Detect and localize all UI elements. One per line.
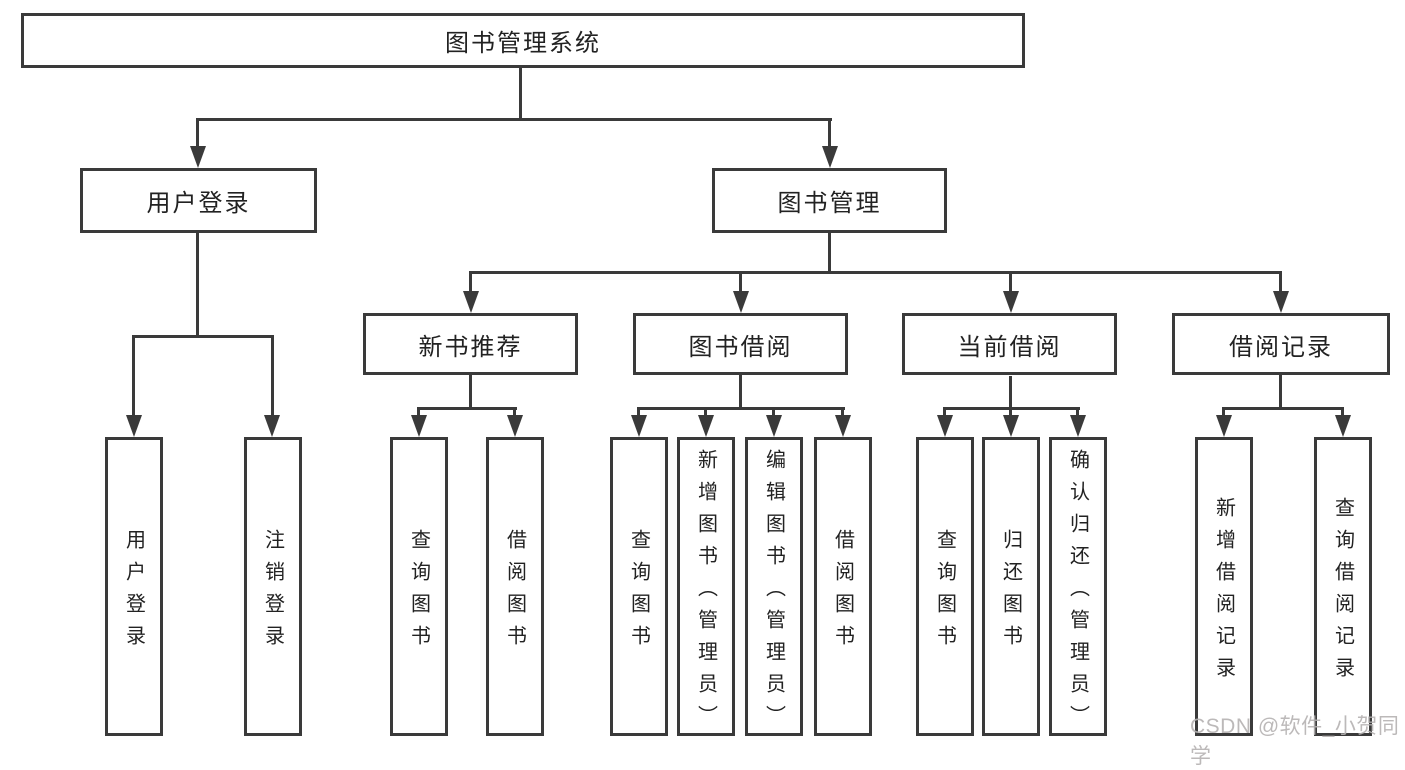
connector-vline [1009, 376, 1012, 410]
arrowhead-down-icon [463, 291, 479, 313]
leaf-label: 注销登录 [261, 528, 284, 657]
arrowhead-down-icon [126, 415, 142, 437]
leaf-bb-query-books: 查询图书 [610, 437, 668, 736]
connector-vline [739, 271, 742, 293]
connector-vline [828, 118, 831, 148]
arrowhead-down-icon [733, 291, 749, 313]
connector-vline [1341, 407, 1344, 417]
connector-vline [841, 407, 844, 417]
arrowhead-down-icon [264, 415, 280, 437]
leaf-label: 归还图书 [999, 528, 1022, 657]
arrowhead-down-icon [507, 415, 523, 437]
leaf-br-query-record: 查询借阅记录 [1314, 437, 1372, 736]
arrowhead-down-icon [822, 146, 838, 168]
leaf-bb-edit-books-admin: 编辑图书（管理员） [745, 437, 803, 736]
connector-vline [1076, 407, 1079, 417]
connector-vline [637, 407, 640, 417]
connector-vline [469, 271, 472, 293]
connector-vline [1009, 271, 1012, 293]
node-book-management: 图书管理 [712, 168, 947, 233]
node-label: 图书借阅 [688, 333, 793, 361]
arrowhead-down-icon [1003, 291, 1019, 313]
leaf-nb-borrow-books: 借阅图书 [486, 437, 544, 736]
leaf-label: 新增图书（管理员） [694, 448, 717, 736]
node-root-system: 图书管理系统 [21, 13, 1025, 68]
arrowhead-down-icon [1273, 291, 1289, 313]
connector-vline [704, 407, 707, 417]
connector-hline [469, 271, 1281, 274]
leaf-label: 查询图书 [407, 528, 430, 657]
leaf-label: 编辑图书（管理员） [762, 448, 785, 736]
arrowhead-down-icon [1070, 415, 1086, 437]
arrowhead-down-icon [835, 415, 851, 437]
connector-vline [469, 374, 472, 410]
leaf-cb-return-books: 归还图书 [982, 437, 1040, 736]
csdn-watermark: CSDN @软件_小贺同学 [1190, 715, 1400, 768]
node-label: 当前借阅 [957, 333, 1062, 361]
node-current-borrowing: 当前借阅 [902, 313, 1117, 375]
leaf-logout: 注销登录 [244, 437, 302, 736]
connector-vline [1279, 374, 1282, 410]
node-label: 图书管理系统 [445, 30, 601, 57]
connector-vline [1222, 407, 1225, 417]
node-borrowing-records: 借阅记录 [1172, 313, 1390, 375]
connector-vline [828, 233, 831, 273]
arrowhead-down-icon [766, 415, 782, 437]
arrowhead-down-icon [937, 415, 953, 437]
diagram-canvas: 图书管理系统 用户登录 图书管理 新书推荐 图书借阅 当前借阅 借阅记录 用户登… [21, 13, 1399, 768]
leaf-br-add-record: 新增借阅记录 [1195, 437, 1253, 736]
node-user-login: 用户登录 [80, 168, 317, 233]
node-book-borrowing: 图书借阅 [633, 313, 848, 375]
connector-vline [943, 407, 946, 417]
leaf-user-login: 用户登录 [105, 437, 163, 736]
leaf-label: 确认归还（管理员） [1066, 448, 1089, 736]
arrowhead-down-icon [698, 415, 714, 437]
connector-hline [1222, 407, 1344, 410]
connector-vline [196, 118, 199, 148]
arrowhead-down-icon [631, 415, 647, 437]
node-label: 借阅记录 [1229, 333, 1333, 361]
connector-vline [739, 374, 742, 410]
arrowhead-down-icon [411, 415, 427, 437]
leaf-cb-confirm-return-admin: 确认归还（管理员） [1049, 437, 1107, 736]
connector-vline [417, 407, 420, 417]
connector-vline [196, 233, 199, 337]
leaf-label: 查询图书 [933, 528, 956, 657]
node-label: 图书管理 [777, 190, 882, 217]
connector-vline [772, 407, 775, 417]
leaf-label: 查询图书 [627, 528, 650, 657]
node-label: 用户登录 [146, 190, 251, 217]
node-label: 新书推荐 [418, 333, 523, 361]
leaf-label: 借阅图书 [503, 528, 526, 657]
leaf-cb-query-books: 查询图书 [916, 437, 974, 736]
connector-vline [271, 335, 274, 417]
arrowhead-down-icon [190, 146, 206, 168]
leaf-nb-query-books: 查询图书 [390, 437, 448, 736]
leaf-label: 借阅图书 [831, 528, 854, 657]
leaf-bb-add-books-admin: 新增图书（管理员） [677, 437, 735, 736]
arrowhead-down-icon [1335, 415, 1351, 437]
arrowhead-down-icon [1003, 415, 1019, 437]
connector-vline [519, 68, 522, 120]
connector-hline [417, 407, 517, 410]
leaf-label: 新增借阅记录 [1212, 496, 1235, 689]
node-new-book-recommend: 新书推荐 [363, 313, 578, 375]
connector-hline [637, 407, 845, 410]
leaf-label: 查询借阅记录 [1331, 496, 1354, 689]
arrowhead-down-icon [1216, 415, 1232, 437]
connector-vline [513, 407, 516, 417]
connector-vline [1009, 407, 1012, 417]
leaf-bb-borrow-books: 借阅图书 [814, 437, 872, 736]
leaf-label: 用户登录 [122, 528, 145, 657]
connector-vline [1279, 271, 1282, 293]
connector-vline [132, 335, 135, 417]
connector-hline [197, 118, 832, 121]
connector-hline [132, 335, 274, 338]
